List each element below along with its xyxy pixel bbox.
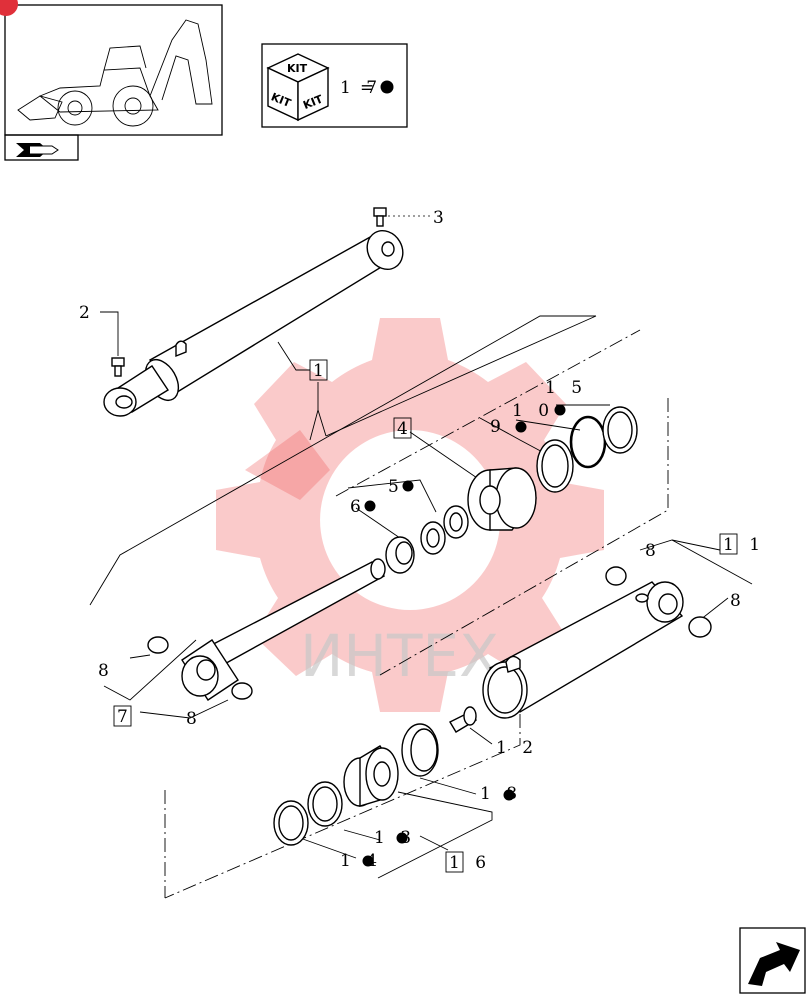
callout-4[interactable]: 4 — [397, 419, 413, 439]
piston-rod[interactable] — [181, 558, 386, 701]
callout-10[interactable]: 1 0 — [512, 401, 554, 421]
callout-18[interactable]: 1 8 — [480, 784, 522, 804]
callout-3[interactable]: 3 — [433, 208, 449, 228]
kit-dot-15 — [554, 404, 566, 416]
screw-12-icon — [449, 706, 478, 733]
kit-equals: = — [360, 78, 374, 98]
callout-5[interactable]: 5 — [388, 477, 404, 497]
close-badge-icon[interactable] — [0, 0, 18, 16]
callout-15[interactable]: 1 5 — [545, 378, 587, 398]
kit-dot-5 — [402, 480, 414, 492]
kit-dot-9 — [515, 421, 527, 433]
callout-8-right[interactable]: 8 — [730, 591, 746, 611]
seal-ring-13 — [307, 781, 343, 827]
callout-7[interactable]: 7 — [117, 707, 133, 727]
backhoe-loader-icon — [17, 19, 213, 127]
kit-ref-number: 1 7 — [340, 78, 382, 98]
gland-4[interactable] — [467, 467, 537, 531]
kit-dot-14 — [362, 855, 374, 867]
seal-ring-9 — [536, 439, 574, 493]
callout-12[interactable]: 1 2 — [496, 738, 538, 758]
kit-dot-13 — [396, 832, 408, 844]
callout-11[interactable]: 1 1 — [723, 535, 765, 555]
callout-8-left[interactable]: 8 — [98, 661, 114, 681]
seal-ring-14 — [273, 800, 309, 846]
kit-word-top: KIT — [287, 62, 308, 75]
callout-14[interactable]: 1 4 — [340, 851, 382, 871]
grease-fitting-3-icon — [373, 207, 387, 227]
nav-arrow-icon[interactable] — [16, 143, 59, 157]
callout-1[interactable]: 1 — [313, 361, 329, 381]
watermark-text: ИНТЕХ — [300, 622, 499, 690]
cylinder-assembly[interactable] — [103, 224, 410, 417]
seal-ring-10 — [569, 415, 607, 469]
leader-lines — [89, 215, 753, 899]
kit-dot-18 — [503, 789, 515, 801]
callout-9[interactable]: 9 — [490, 417, 506, 437]
bushing-8-right-icon — [605, 566, 712, 638]
callout-13[interactable]: 1 3 — [374, 828, 416, 848]
callout-8-bottom[interactable]: 8 — [186, 709, 202, 729]
kit-dot-icon — [380, 80, 394, 94]
callout-16[interactable]: 1 6 — [449, 853, 491, 873]
bushing-8-left-icon — [147, 636, 253, 700]
next-page-button[interactable] — [739, 927, 806, 994]
kit-dot-6 — [364, 500, 376, 512]
grease-fitting-2-icon — [111, 357, 125, 377]
seal-ring-6 — [385, 536, 415, 574]
seal-ring-15 — [602, 406, 638, 454]
piston-16[interactable] — [343, 745, 399, 807]
kit-box-icon: KIT KIT KIT — [266, 53, 330, 122]
callout-2[interactable]: 2 — [79, 303, 95, 323]
thumbnail-panel[interactable] — [0, 0, 223, 161]
kit-legend: KIT KIT KIT 1 7 = — [261, 43, 408, 128]
callout-8-top[interactable]: 8 — [645, 541, 661, 561]
seal-ring-5 — [420, 505, 469, 555]
callouts: 3 2 1 4 1 5 1 0 9 5 6 8 1 1 8 8 7 8 1 2 … — [79, 208, 765, 873]
callout-6[interactable]: 6 — [350, 497, 366, 517]
cylinder-barrel[interactable] — [482, 581, 684, 719]
next-page-arrow-icon — [748, 942, 800, 986]
seal-ring-18 — [401, 723, 439, 777]
